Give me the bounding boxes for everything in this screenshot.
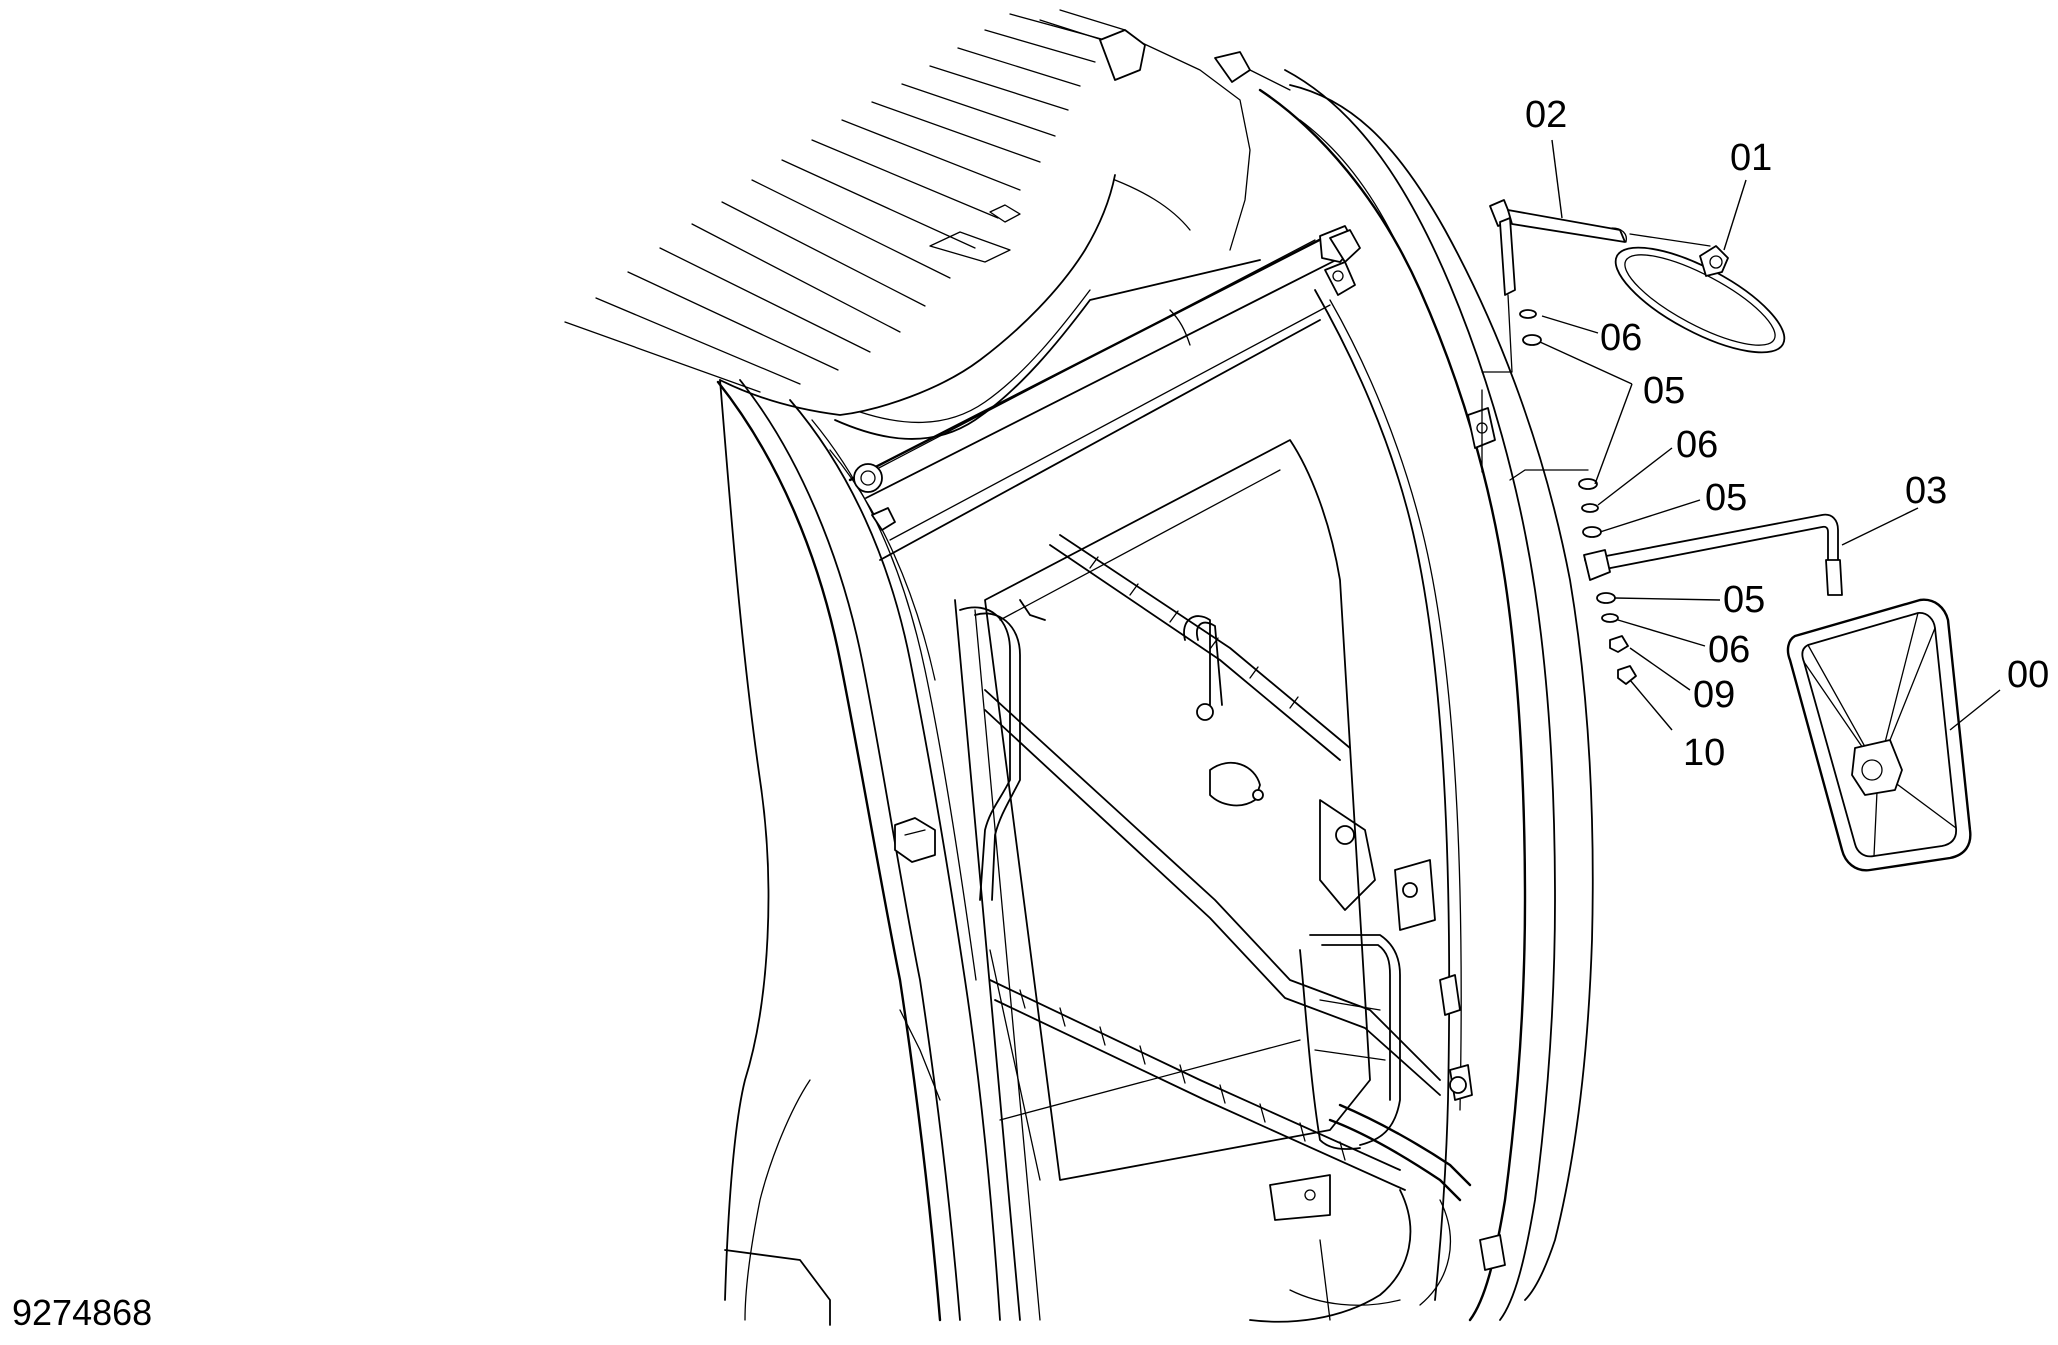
part-03-mirror-stay (1583, 513, 1843, 596)
callout-06c: 06 (1708, 629, 1750, 671)
callout-labels: 02 01 06 05 06 05 03 05 06 09 10 00 (1525, 94, 2049, 774)
washer-06a (1519, 309, 1537, 319)
callout-05c: 05 (1723, 579, 1765, 621)
washer-05c (1582, 526, 1602, 538)
callout-05a: 05 (1643, 370, 1685, 412)
door-handles (959, 599, 1506, 1323)
roof-slats (564, 9, 1126, 393)
callout-00: 00 (2007, 654, 2049, 696)
callout-10: 10 (1683, 732, 1725, 774)
top-hinges (1099, 29, 1361, 296)
assembly-lines (1481, 294, 1589, 481)
mirror-parts (1481, 199, 1972, 872)
callout-03: 03 (1905, 470, 1947, 512)
nut-10 (1617, 665, 1637, 685)
roof-header (719, 41, 1261, 440)
washer-05a (1522, 334, 1542, 346)
part-00-rect-mirror (1786, 598, 1972, 872)
callout-06b: 06 (1676, 424, 1718, 466)
leader-lines (1539, 139, 2001, 731)
washer-06c (1601, 613, 1619, 623)
washer-05b (1578, 478, 1598, 490)
washer-06b (1581, 503, 1599, 513)
left-pillar (716, 379, 1001, 1326)
part-01-round-mirror (1614, 245, 1786, 354)
cross-header (848, 225, 1356, 561)
part-02-mirror-stay (1489, 199, 1711, 296)
mirror-mount-bracket (1467, 389, 1496, 473)
washer-05d (1596, 592, 1616, 604)
callout-02: 02 (1525, 94, 1567, 136)
nut-09 (1609, 635, 1629, 653)
callout-06a: 06 (1600, 317, 1642, 359)
door-frame (954, 69, 1594, 1322)
drawing-number: 9274868 (12, 1292, 152, 1333)
callout-09: 09 (1693, 674, 1735, 716)
callout-05b: 05 (1705, 477, 1747, 519)
callout-01: 01 (1730, 137, 1772, 179)
cab-structure (564, 9, 1594, 1326)
